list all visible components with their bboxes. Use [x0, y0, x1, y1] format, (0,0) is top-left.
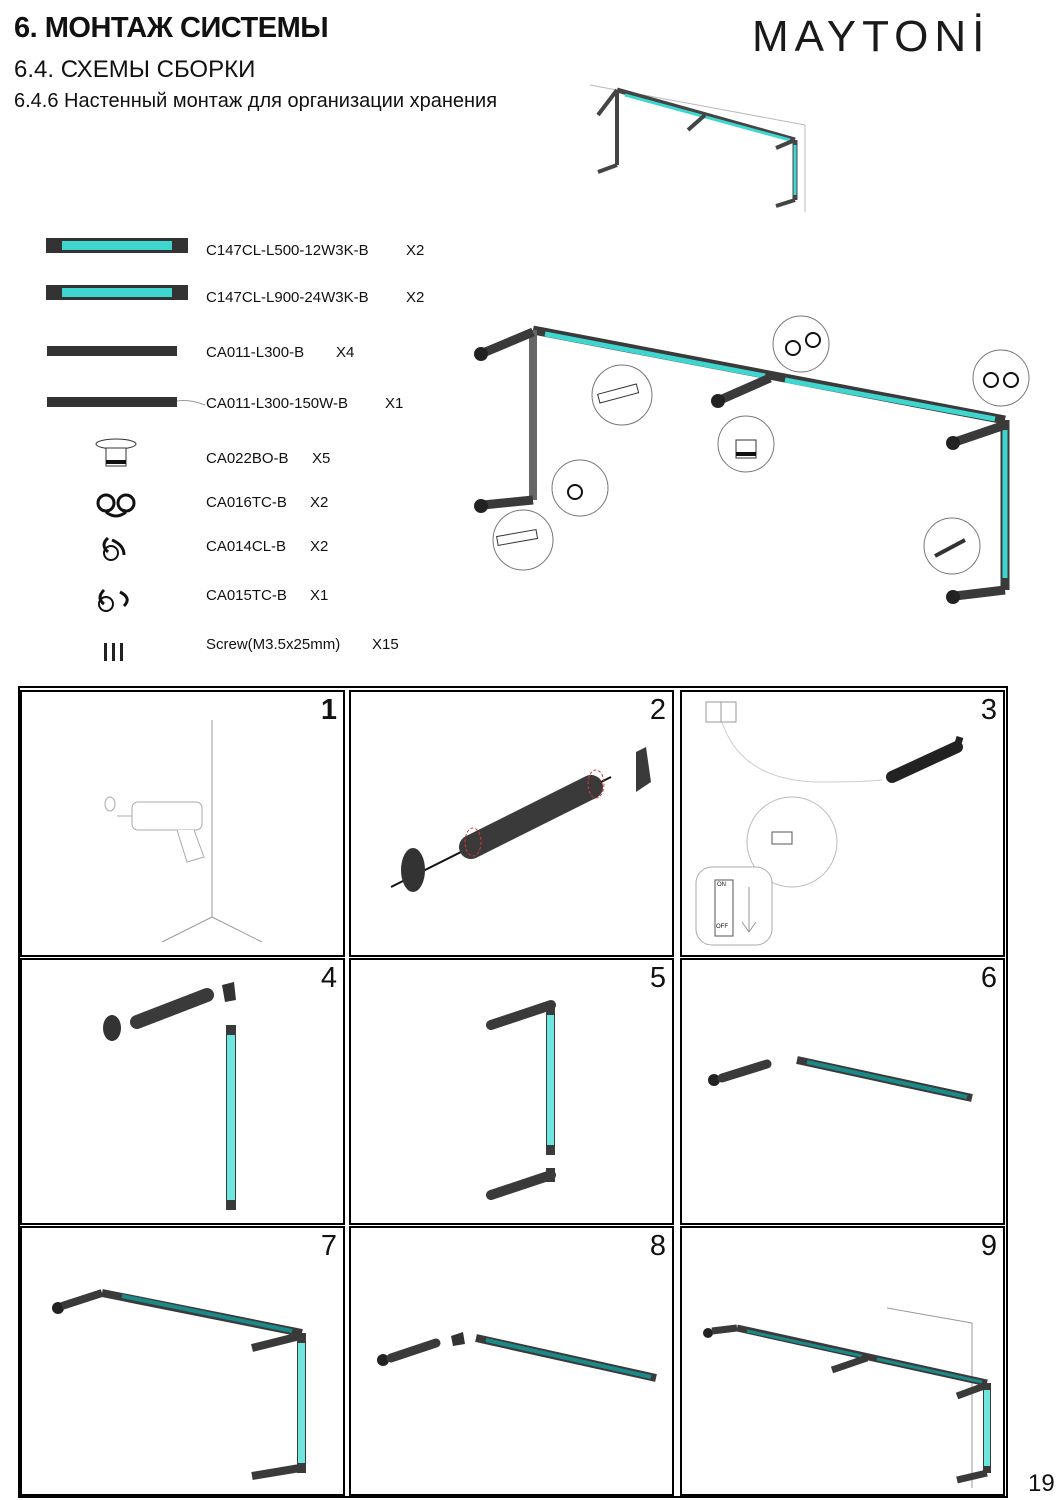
- switch-on-label: ON: [717, 882, 726, 888]
- page-number: 19: [1028, 1470, 1055, 1497]
- part-qty: X4: [336, 344, 355, 361]
- drill-icon: [117, 801, 205, 863]
- step-panel-9: 9: [680, 1226, 1005, 1496]
- overview-diagram: [589, 84, 806, 212]
- part-code: CA011-L300-B: [206, 344, 305, 361]
- part-qty: X2: [310, 538, 329, 555]
- part-code: Screw(M3.5x25mm): [206, 636, 341, 653]
- step-number: 9: [980, 1230, 997, 1262]
- part-qty: X2: [310, 494, 329, 511]
- elbow-connector-icon: [102, 536, 126, 561]
- step-number: 7: [320, 1230, 337, 1262]
- step-number: 5: [649, 962, 666, 994]
- step-panel-3: ON OFF 3: [680, 690, 1005, 957]
- step-number: 2: [649, 694, 666, 726]
- step-panel-4: 4: [20, 958, 345, 1225]
- step-number: 3: [980, 694, 997, 726]
- part-code: CA022BO-B: [206, 450, 289, 467]
- step-number: 6: [980, 962, 997, 994]
- step-panel-2: 2: [349, 690, 674, 957]
- step-number: 1: [320, 694, 337, 726]
- part-qty: X2: [406, 289, 425, 306]
- page-title: 6. МОНТАЖ СИСТЕМЫ: [14, 12, 329, 44]
- logo-text: MAYTONİ: [752, 12, 991, 61]
- tee-connector-icon: [98, 588, 129, 612]
- part-code: CA016TC-B: [206, 494, 287, 511]
- subsection-title: 6.4.6 Настенный монтаж для организации х…: [14, 90, 498, 112]
- part-qty: X1: [385, 395, 404, 412]
- brand-logo: MAYTONİ: [752, 12, 990, 62]
- led-tube-icon: [46, 285, 188, 300]
- part-code: CA014CL-B: [206, 538, 287, 555]
- three-way-connector-icon: [96, 493, 136, 518]
- pipe-icon: [47, 346, 177, 356]
- step-panel-5: 5: [349, 958, 674, 1225]
- led-tube-icon: [46, 238, 188, 253]
- pipe-with-cable-icon: [47, 397, 206, 407]
- section-title: 6.4. СХЕМЫ СБОРКИ: [14, 56, 256, 83]
- step-number: 8: [649, 1230, 666, 1262]
- part-code: C147CL-L900-24W3K-B: [206, 289, 369, 306]
- step-panel-1: 1: [20, 690, 345, 957]
- screws-icon: [104, 643, 123, 661]
- part-qty: X15: [372, 636, 399, 653]
- part-qty: X5: [312, 450, 331, 467]
- step-panel-6: 6: [680, 958, 1005, 1225]
- part-code: CA011-L300-150W-B: [206, 395, 349, 412]
- wall-flange-icon: [95, 438, 137, 467]
- step-number: 4: [320, 962, 337, 994]
- part-qty: X1: [310, 587, 329, 604]
- part-code: C147CL-L500-12W3K-B: [206, 242, 369, 259]
- switch-off-label: OFF: [716, 924, 728, 930]
- assembly-diagram: [474, 315, 1030, 604]
- step-panel-7: 7: [20, 1226, 345, 1496]
- part-qty: X2: [406, 242, 425, 259]
- parts-icons: [46, 238, 206, 661]
- part-code: CA015TC-B: [206, 587, 287, 604]
- step-panel-8: 8: [349, 1226, 674, 1496]
